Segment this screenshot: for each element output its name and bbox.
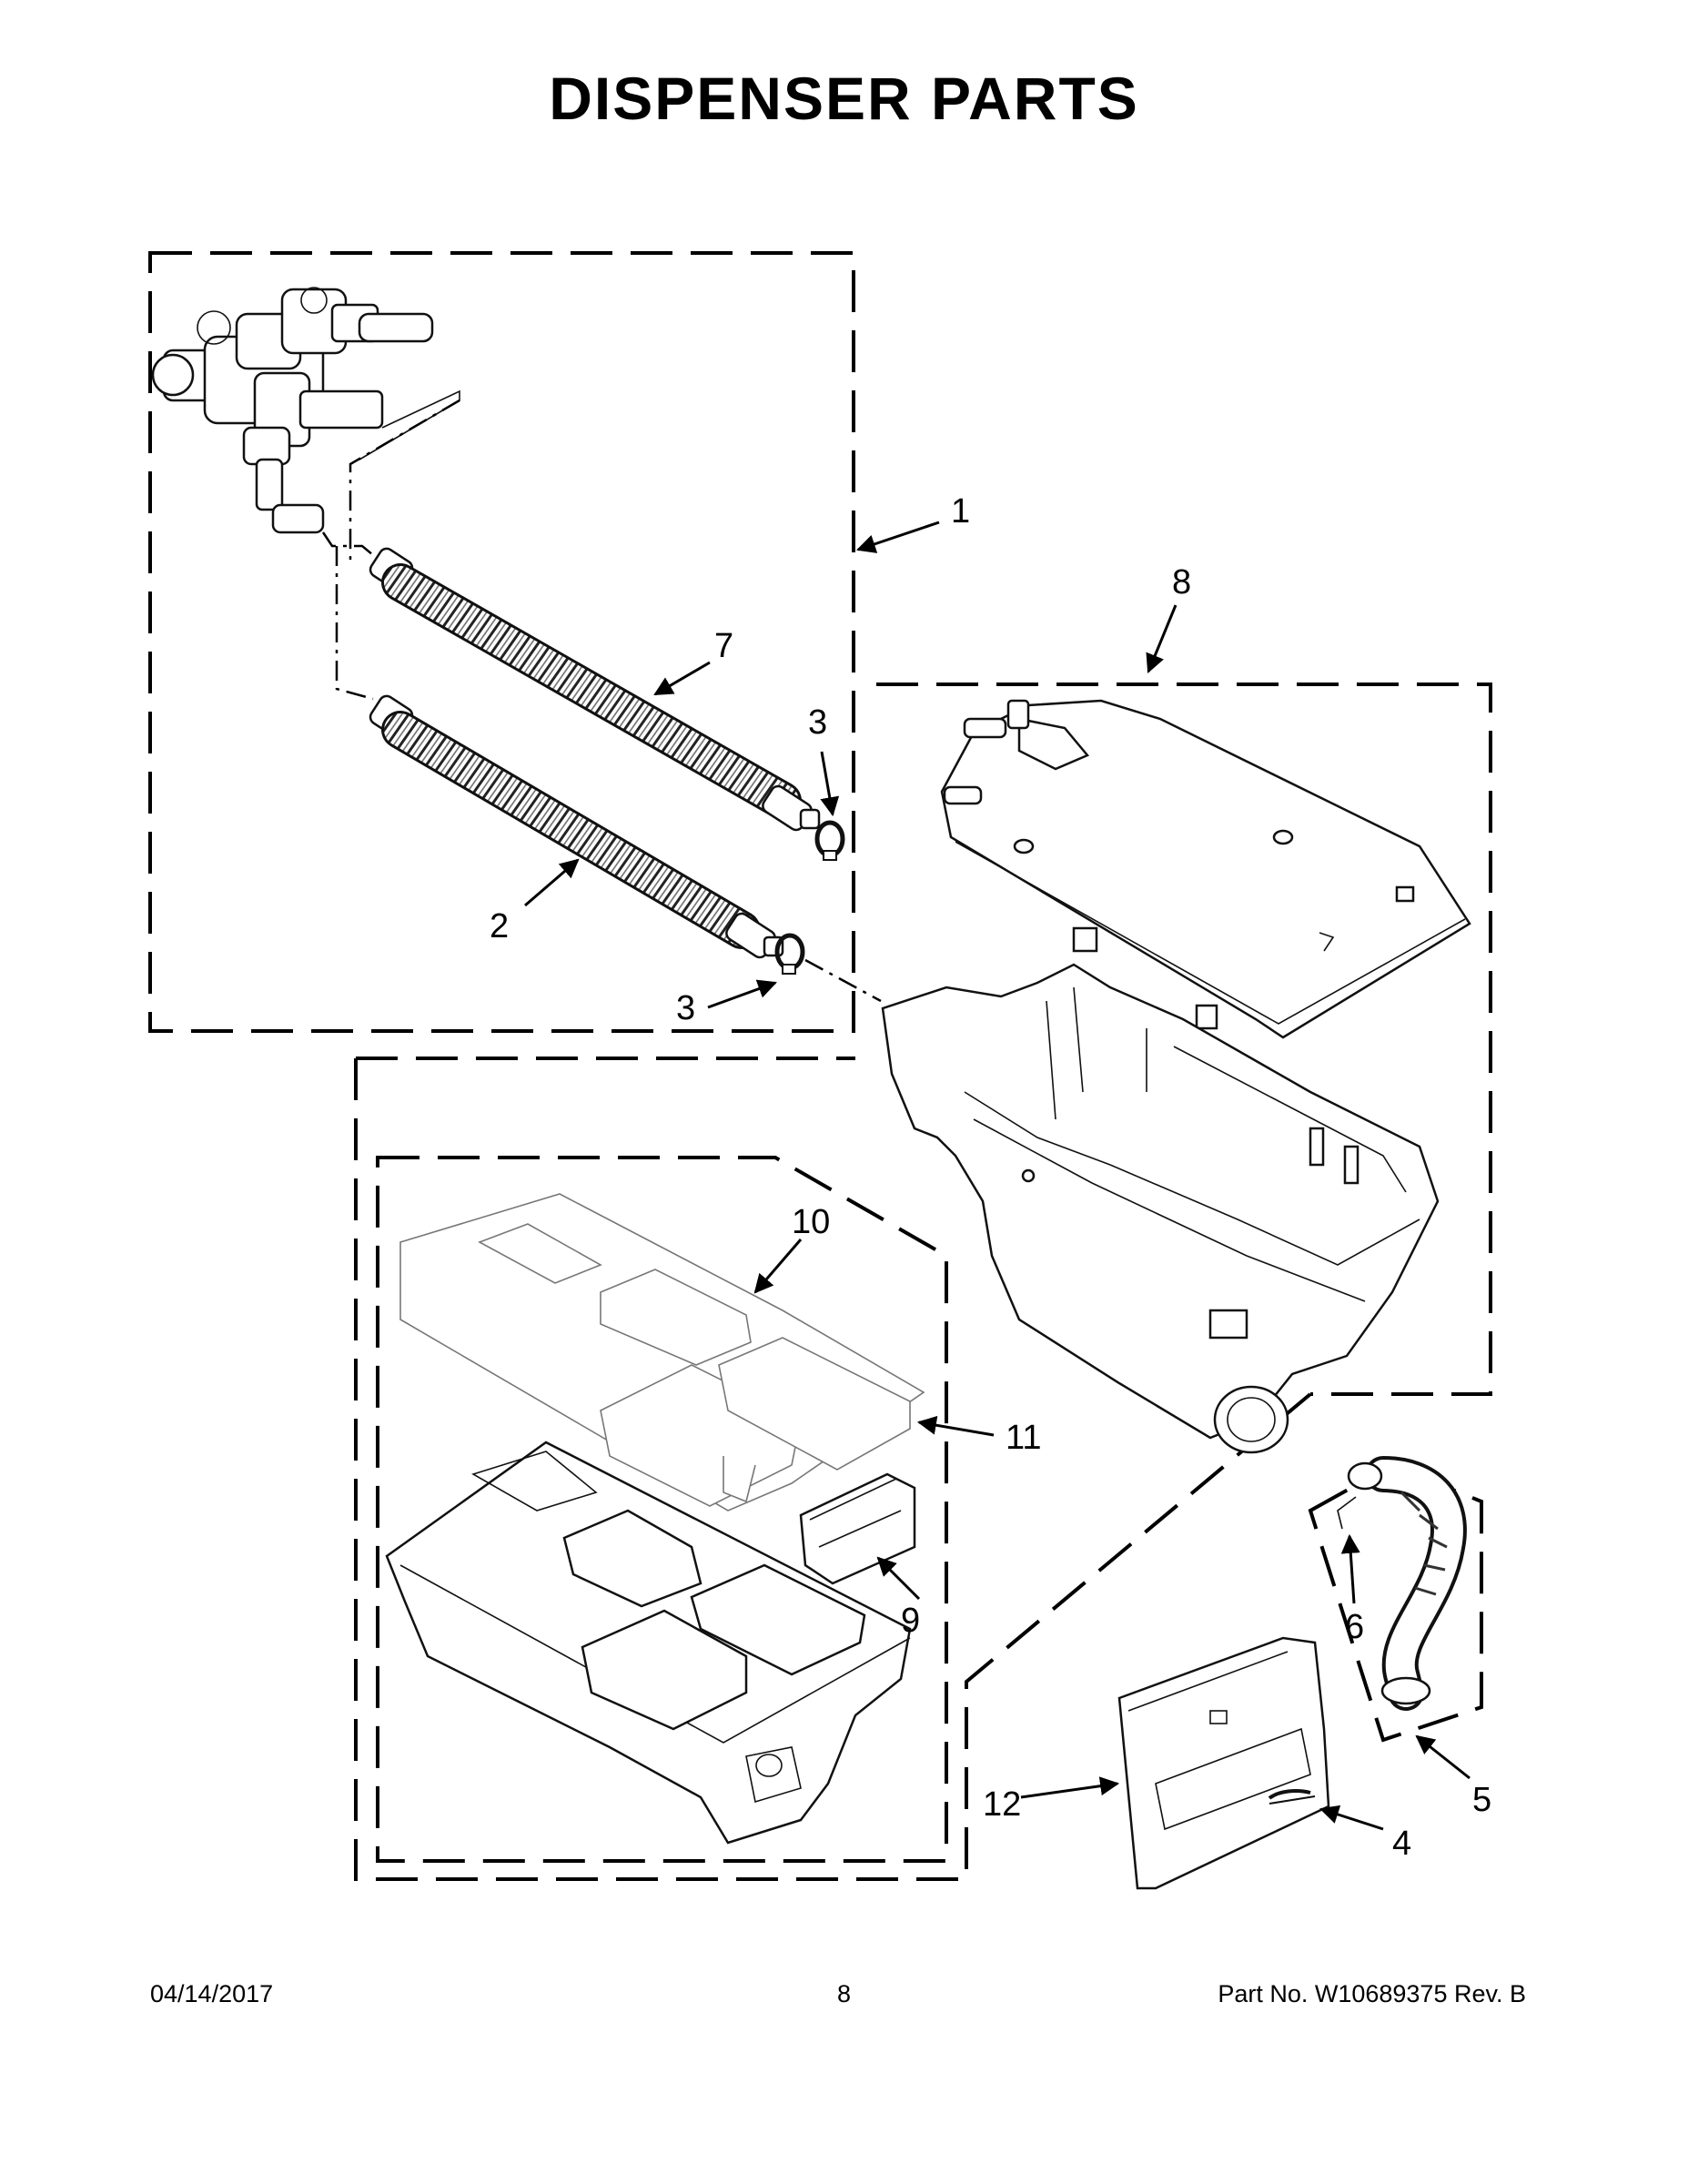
hose-clamp-lower-icon (774, 933, 805, 975)
callout-7: 7 (714, 627, 733, 665)
callout-11: 11 (1006, 1419, 1041, 1457)
valve-outlet-line-lower (335, 546, 374, 701)
leader-line-7 (653, 661, 711, 696)
callout-2: 2 (490, 907, 509, 945)
hose-to-housing-line (804, 958, 882, 1003)
callout-5: 5 (1472, 1781, 1491, 1819)
footer-part-number: Part No. W10689375 Rev. B (1218, 1980, 1526, 2007)
callout-9: 9 (901, 1602, 920, 1640)
leader-line-1 (856, 521, 940, 553)
leader-line-8 (1146, 604, 1178, 673)
footer-page-number: 8 (836, 1980, 852, 2007)
callout-3-upper: 3 (808, 703, 827, 742)
callout-1: 1 (951, 492, 970, 531)
callout-3-lower: 3 (676, 989, 695, 1027)
hose-7-icon (369, 547, 821, 832)
leader-line-10 (753, 1239, 803, 1294)
page-title: DISPENSER PARTS (549, 65, 1139, 132)
leader-line-3a (820, 751, 840, 817)
group-box-valve-and-hoses (148, 251, 855, 1033)
group-box-drawer-tray (376, 1156, 948, 1863)
leader-line-6 (1340, 1533, 1360, 1604)
callout-4: 4 (1392, 1825, 1411, 1863)
callout-8: 8 (1172, 563, 1191, 602)
callout-6: 6 (1345, 1608, 1364, 1646)
hose-clamp-upper-icon (814, 820, 845, 861)
callout-10: 10 (792, 1203, 830, 1241)
brand-logo-badge-icon (1268, 1789, 1316, 1805)
leader-line-12 (1020, 1776, 1120, 1799)
drawer-front-panel-icon (1117, 1636, 1330, 1890)
group-box-dispenser-housing (876, 682, 1492, 1396)
group-box-drawer-assembly (354, 1057, 1312, 1881)
water-inlet-valve-icon (151, 287, 460, 534)
leader-line-3b (707, 979, 777, 1009)
dispenser-housing-icon (881, 963, 1440, 1454)
footer-date: 04/14/2017 (150, 1980, 274, 2007)
leader-line-9 (876, 1556, 921, 1601)
hose-clip-icon (1337, 1496, 1357, 1530)
leader-line-5 (1415, 1734, 1471, 1780)
valve-outlet-line-upper (321, 399, 460, 564)
dispenser-lid-icon (940, 699, 1471, 1039)
siphon-cap-icon (799, 1472, 916, 1585)
leader-line-11 (916, 1415, 995, 1437)
leader-line-2 (524, 858, 580, 907)
hose-2-icon (369, 694, 784, 959)
leader-line-4 (1319, 1805, 1384, 1831)
drain-hose-6-icon (1347, 1456, 1467, 1711)
callout-12: 12 (983, 1785, 1021, 1824)
drawer-insert-tray-icon (399, 1193, 925, 1512)
detergent-drawer-icon (385, 1441, 912, 1845)
